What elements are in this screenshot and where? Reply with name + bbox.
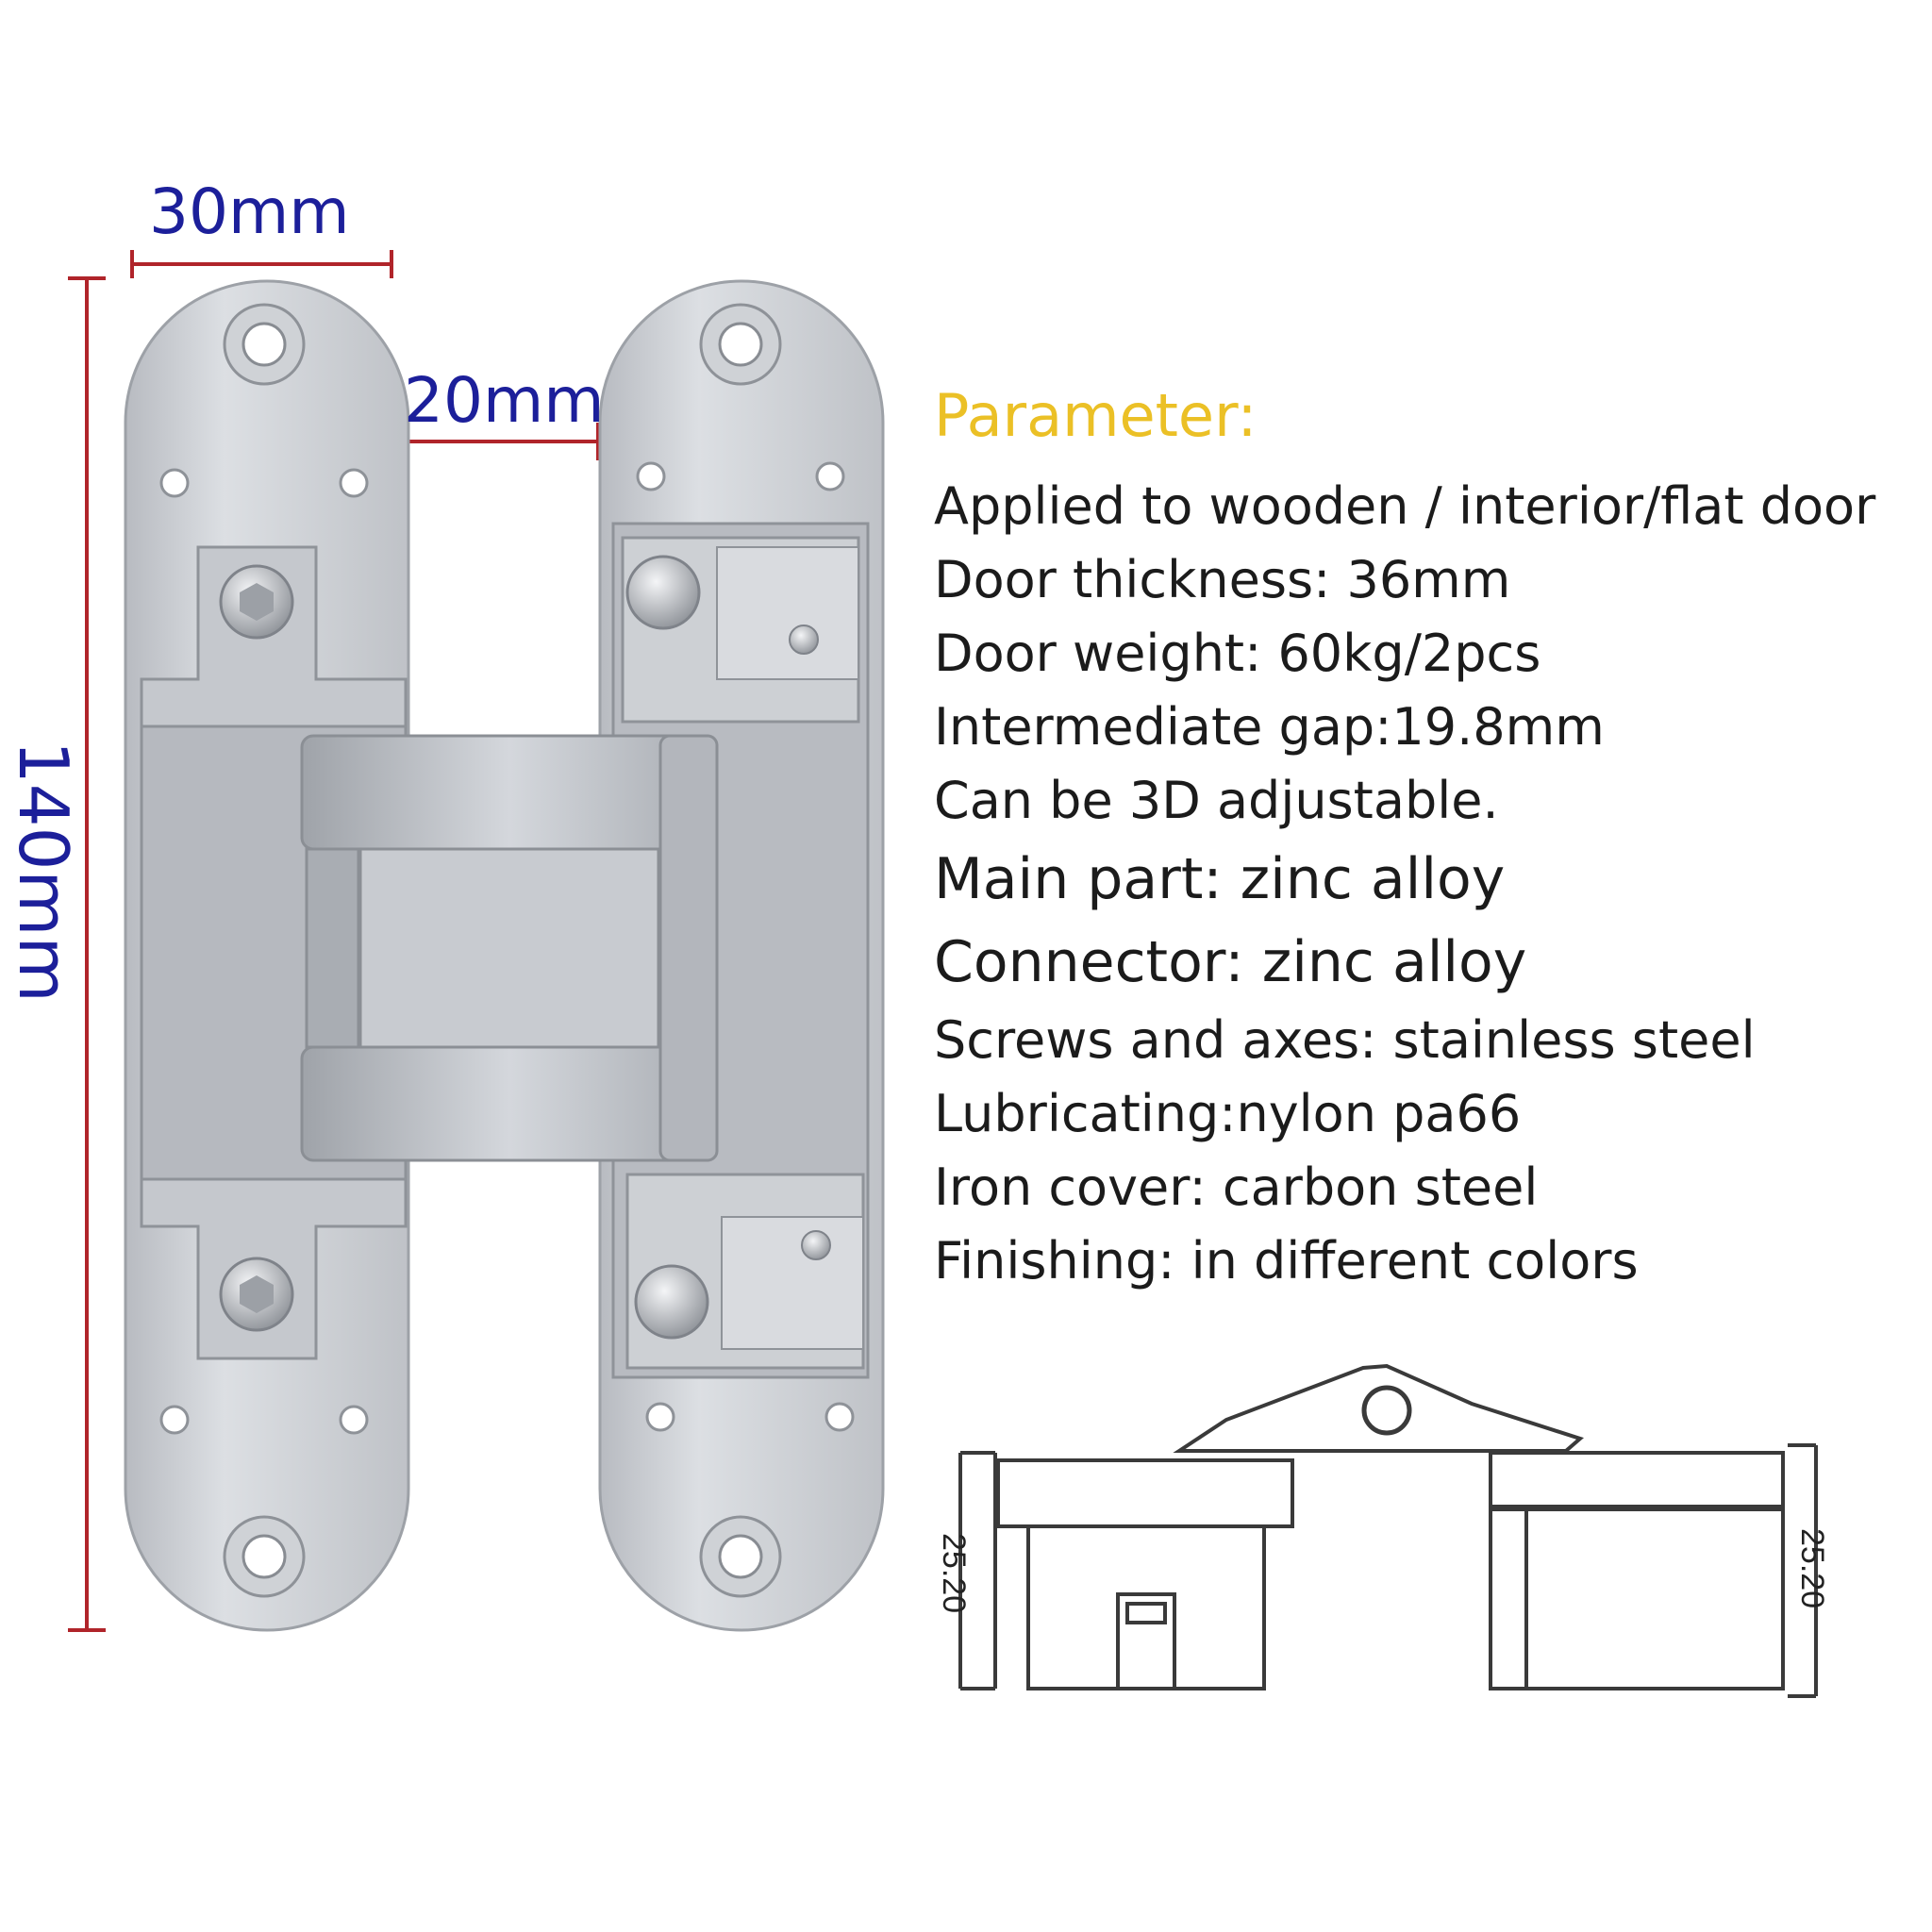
width-dimension-label: 30mm	[149, 175, 350, 248]
parameter-line: Main part: zinc alloy	[934, 846, 1506, 912]
parameter-line: Finishing: in different colors	[934, 1231, 1639, 1291]
parameter-line: Iron cover: carbon steel	[934, 1158, 1539, 1217]
parameter-line: Intermediate gap:19.8mm	[934, 697, 1605, 757]
parameter-line: Lubricating:nylon pa66	[934, 1084, 1522, 1143]
hinge-right-plate	[598, 279, 885, 1632]
parameter-line: Door thickness: 36mm	[934, 550, 1511, 609]
parameter-line: Applied to wooden / interior/flat door	[934, 476, 1876, 536]
technical-drawing	[958, 1363, 1818, 1698]
parameter-title: Parameter:	[934, 381, 1257, 450]
parameter-list: Parameter: Applied to wooden / interior/…	[934, 387, 1924, 1298]
gap-dimension-label: 20mm	[404, 364, 605, 437]
drawing-left-value: 25.20	[936, 1533, 972, 1614]
parameter-line: Door weight: 60kg/2pcs	[934, 624, 1541, 683]
height-dimension-label: 140mm	[4, 741, 83, 1003]
parameter-line: Can be 3D adjustable.	[934, 771, 1499, 830]
drawing-right-value: 25.20	[1794, 1528, 1830, 1609]
parameter-line: Connector: zinc alloy	[934, 929, 1527, 995]
hinge-center-arm	[300, 734, 719, 1162]
parameter-line: Screws and axes: stainless steel	[934, 1010, 1756, 1070]
